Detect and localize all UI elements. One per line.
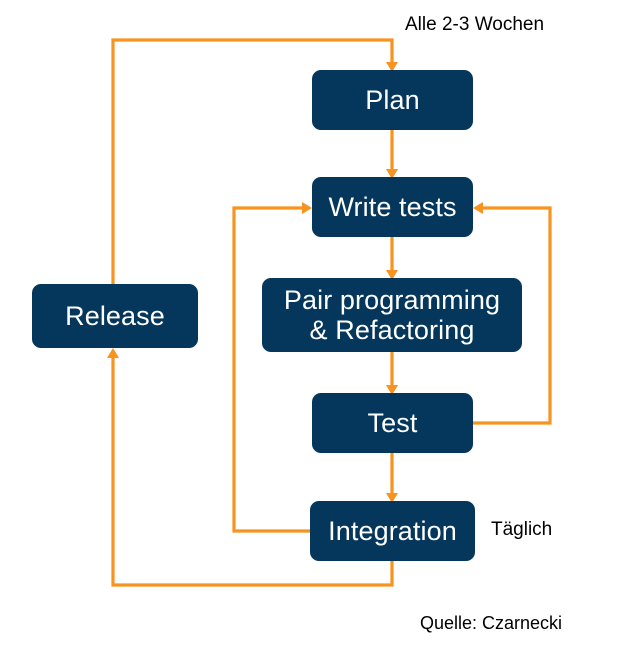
annotation-source-credit: Quelle: Czarnecki (420, 613, 563, 633)
node-plan-label: Plan (365, 84, 420, 115)
node-test[interactable]: Test (312, 393, 473, 453)
node-write-tests[interactable]: Write tests (312, 177, 473, 237)
node-test-label: Test (367, 407, 418, 438)
node-write-tests-label: Write tests (328, 191, 457, 222)
node-release[interactable]: Release (32, 284, 198, 348)
connector-integration-to-write-tests (232, 202, 312, 533)
node-pair-programming-refactoring-label: Pair programming & Refactoring (283, 284, 501, 345)
node-release-label: Release (65, 300, 165, 331)
node-integration[interactable]: Integration (310, 501, 475, 561)
connector-write-tests-to-pair (386, 237, 398, 280)
node-integration-label: Integration (328, 515, 457, 546)
connector-test-to-integration (386, 453, 398, 503)
connector-pair-to-test (386, 352, 398, 395)
annotation-release-cadence: Alle 2-3 Wochen (405, 14, 545, 35)
node-pair-programming-refactoring[interactable]: Pair programming & Refactoring (262, 278, 522, 352)
annotation-daily-cadence: Täglich (491, 519, 553, 540)
node-plan[interactable]: Plan (312, 70, 473, 130)
connector-plan-to-write-tests (386, 130, 398, 179)
